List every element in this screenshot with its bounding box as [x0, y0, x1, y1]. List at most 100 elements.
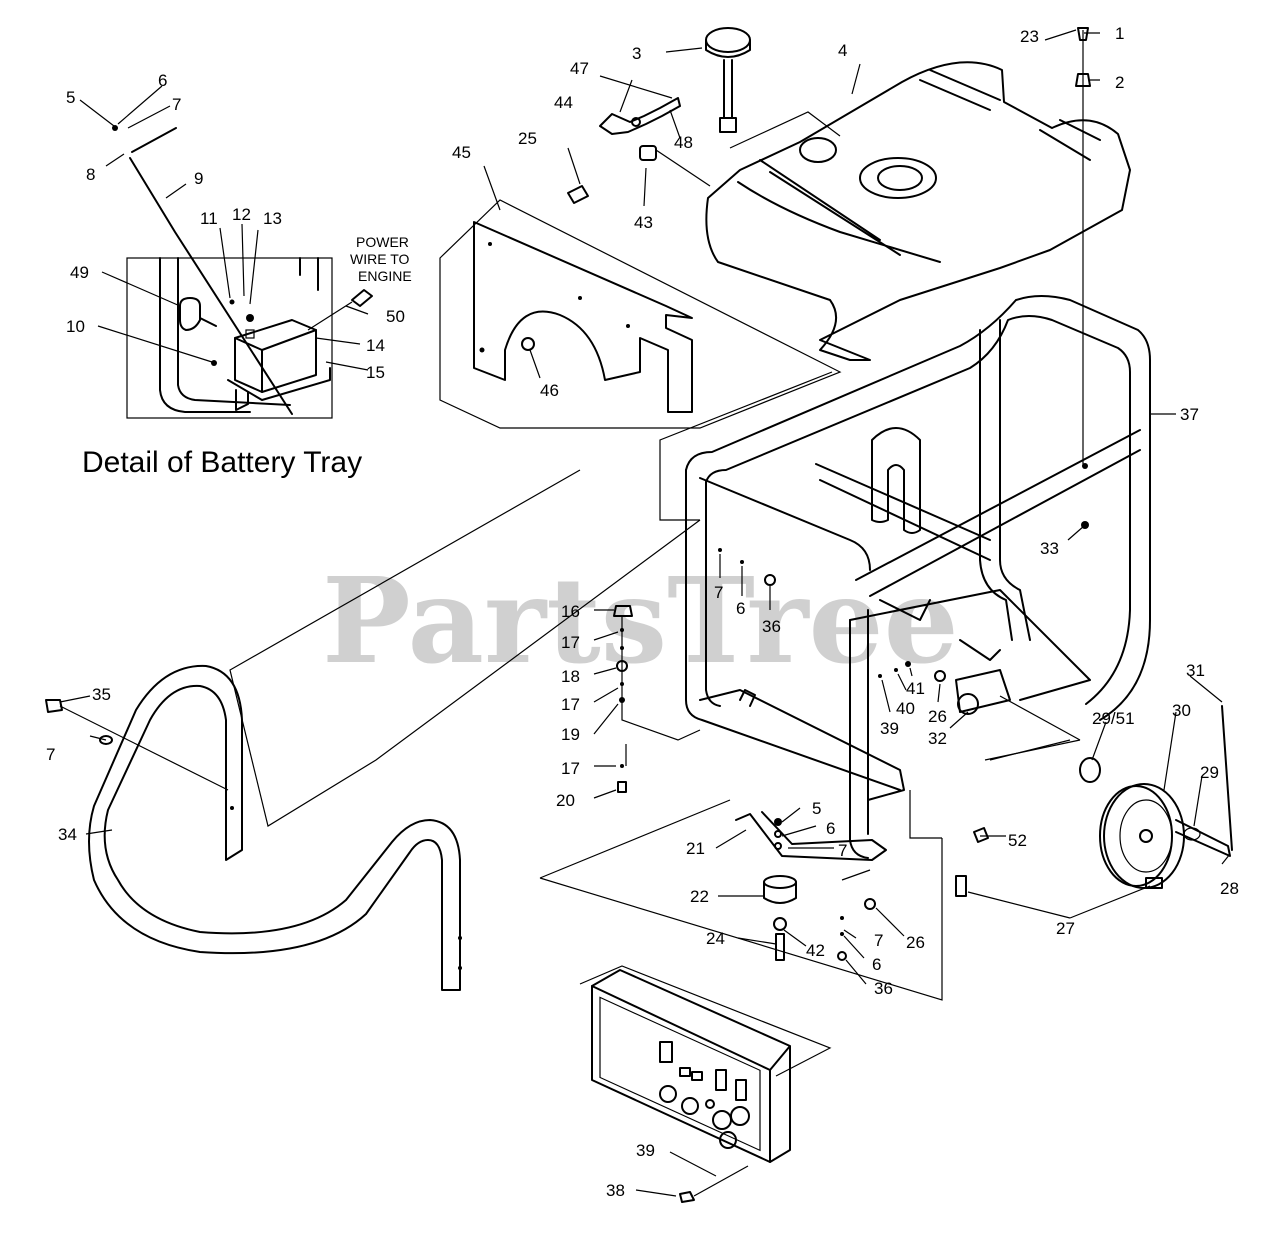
nut [864, 898, 876, 910]
mount-bracket [735, 811, 887, 861]
callout-7: 7 [46, 745, 55, 764]
callout-39: 39 [880, 719, 899, 738]
callout-23: 23 [1020, 27, 1039, 46]
outlet [659, 1085, 677, 1103]
battery [234, 319, 317, 393]
callout-29-51: 29/51 [1092, 709, 1135, 728]
callout-32: 32 [928, 729, 947, 748]
hold-down-bar [131, 127, 177, 153]
grommet [521, 337, 535, 351]
callouts: 1 2 3 4 5 6 7 8 9 10 11 12 13 14 15 16 1… [46, 24, 1239, 1200]
detail-caption: Detail of Battery Tray [82, 446, 362, 479]
note-line-2: WIRE TO [350, 251, 409, 267]
callout-29: 29 [1200, 763, 1219, 782]
washer [99, 735, 113, 745]
callout-46: 46 [540, 381, 559, 400]
outlet [712, 1110, 732, 1130]
fuel-tank [705, 61, 1131, 361]
callout-52: 52 [1008, 831, 1027, 850]
pin [1221, 705, 1233, 851]
frame-front-left [685, 469, 901, 791]
callout-48: 48 [674, 133, 693, 152]
callout-27: 27 [1056, 919, 1075, 938]
hardware-stack [613, 548, 946, 793]
callout-39: 39 [636, 1141, 655, 1160]
callout-37: 37 [1180, 405, 1199, 424]
callout-6: 6 [826, 819, 835, 838]
callout-13: 13 [263, 209, 282, 228]
callout-15: 15 [366, 363, 385, 382]
vibration-isolator [763, 875, 797, 889]
callout-5: 5 [812, 799, 821, 818]
callout-47: 47 [570, 59, 589, 78]
screw [613, 605, 633, 617]
screw [617, 781, 627, 793]
callout-12: 12 [232, 205, 251, 224]
callout-1: 1 [1115, 24, 1124, 43]
fuel-cap [705, 27, 751, 53]
wheel-assembly [955, 705, 1233, 897]
circuit-breaker [659, 1041, 673, 1063]
handle [45, 664, 462, 991]
callout-41: 41 [906, 679, 925, 698]
screw [567, 185, 589, 204]
callout-7: 7 [838, 841, 847, 860]
note-line-1: POWER [356, 234, 409, 250]
outlet [719, 1131, 737, 1149]
screw [679, 1191, 695, 1203]
fuel-tank-assembly [599, 27, 1131, 361]
axle-bolt [1175, 819, 1231, 857]
fuel-gauge-stem [723, 59, 733, 119]
callout-5: 5 [66, 88, 75, 107]
engine-mount [539, 799, 943, 1001]
terminal-boot [179, 297, 201, 331]
callout-26: 26 [906, 933, 925, 952]
callout-36: 36 [762, 617, 781, 636]
callout-20: 20 [556, 791, 575, 810]
battery-tray-detail [112, 125, 373, 419]
callout-43: 43 [634, 213, 653, 232]
outlet [730, 1106, 750, 1126]
tray-frame-rail [159, 257, 251, 413]
callout-17: 17 [561, 759, 580, 778]
callout-7: 7 [172, 95, 181, 114]
callout-10: 10 [66, 317, 85, 336]
frame-base-left [699, 689, 905, 801]
lift-bracket [871, 427, 921, 534]
callout-8: 8 [86, 165, 95, 184]
callout-38: 38 [606, 1181, 625, 1200]
callout-22: 22 [690, 887, 709, 906]
nut [837, 951, 847, 961]
grommet [1075, 73, 1091, 87]
watermark: PartsTree [322, 551, 959, 690]
callout-44: 44 [554, 93, 573, 112]
nut [764, 574, 776, 586]
callout-3: 3 [632, 44, 641, 63]
callout-6: 6 [872, 955, 881, 974]
callout-7: 7 [874, 931, 883, 950]
frame-top-rail [685, 295, 1151, 721]
bolt [45, 699, 63, 713]
control-panel [579, 965, 832, 1203]
callout-31: 31 [1186, 661, 1205, 680]
callout-42: 42 [806, 941, 825, 960]
callout-30: 30 [1172, 701, 1191, 720]
callout-6: 6 [736, 599, 745, 618]
power-wire-terminal [351, 289, 373, 307]
bolt [973, 827, 989, 843]
callout-24: 24 [706, 929, 725, 948]
nut [934, 670, 946, 682]
callout-34: 34 [58, 825, 77, 844]
callout-14: 14 [366, 336, 385, 355]
tube-frame [229, 27, 1151, 920]
leader-lines [59, 29, 1231, 1197]
power-wire-note: POWER WIRE TO ENGINE [350, 234, 412, 284]
detail-frame [126, 257, 333, 419]
callout-36: 36 [874, 979, 893, 998]
callout-26: 26 [928, 707, 947, 726]
battery-tray [227, 367, 331, 401]
callout-28: 28 [1220, 879, 1239, 898]
callout-16: 16 [561, 602, 580, 621]
note-line-3: ENGINE [358, 268, 412, 284]
callout-4: 4 [838, 41, 847, 60]
